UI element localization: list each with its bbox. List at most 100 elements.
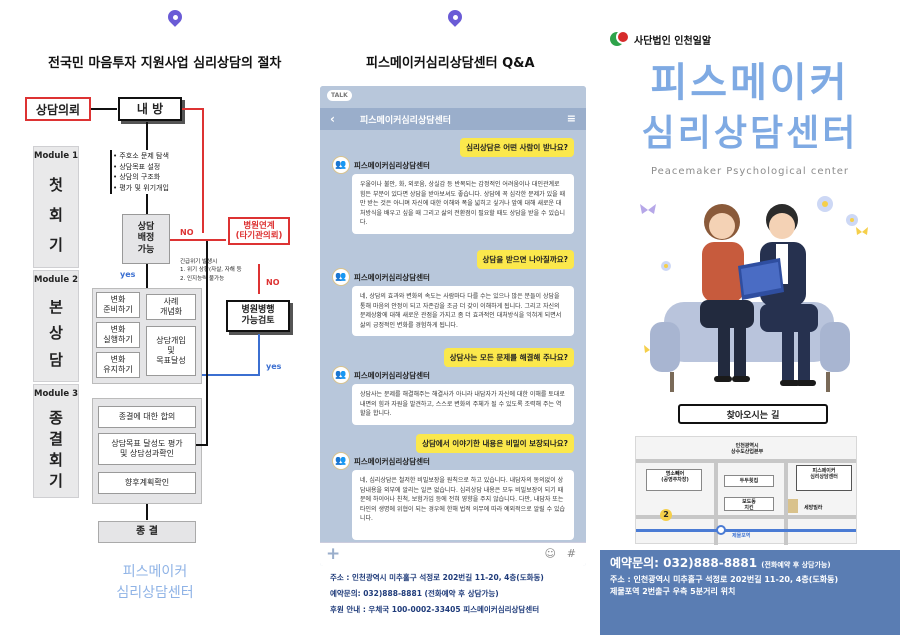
sender: 👥 피스메이커심리상담센터 (332, 452, 430, 470)
module-label: Module 1 (34, 151, 78, 161)
procedure-panel: 전국민 마음투자 지원사업 심리상담의 절차 Module 1 첫 회 기 Mo… (0, 0, 300, 635)
info-account: 후원 안내 : 우체국 100-0002-33405 피스메이커심리상담센터 (330, 605, 540, 614)
visit-step: 상담목표 설정 (113, 162, 169, 173)
arrow-line (182, 108, 202, 110)
sender-name: 피스메이커심리상담센터 (354, 160, 430, 170)
procedure-title: 전국민 마음투자 지원사업 심리상담의 절차 (44, 52, 286, 73)
module-3: Module 3 종 결 회 기 (33, 384, 79, 498)
arrow-line (146, 264, 148, 288)
answer-bubble: 상담사는 문제를 해결해주는 해결사가 아니라 내담자가 자신에 대한 이해를 … (352, 384, 574, 425)
avatar-icon: 👥 (332, 366, 350, 384)
menu-icon[interactable]: ≡ (566, 112, 576, 125)
info-address: 주소 : 인천광역시 미추홀구 석정로 202번길 11-20, 4층(도화동) (330, 573, 544, 582)
map-label: 세방빌라 (804, 505, 823, 511)
visit-box: 내 방 (118, 97, 182, 121)
station-icon (716, 525, 726, 535)
flower-icon (846, 214, 858, 226)
address-block: 주소 : 인천광역시 미추홀구 석정로 202번길 11-20, 4층(도화동)… (610, 574, 890, 598)
phone-number[interactable]: 예약문의: 032)888-8881 (610, 556, 758, 570)
end-box: 향후계획확인 (98, 472, 196, 494)
brand-script: 피스메이커 심리상담센터 (100, 562, 210, 604)
stage-box: 변화 유지하기 (96, 352, 140, 378)
hash-icon[interactable]: # (566, 547, 576, 560)
contact-bar: 예약문의: 032)888-8881 (전화예약 후 상담가능) 주소 : 인천… (600, 550, 900, 635)
map-building (646, 469, 702, 491)
hospital-review-box: 병원병행 가능검토 (226, 300, 290, 332)
flower-icon (661, 261, 671, 271)
side-box: 사례 개념화 (146, 294, 196, 320)
end-box: 상담목표 달성도 평가 및 상담성과확인 (98, 433, 196, 465)
map-label: 제물포역 (732, 533, 751, 539)
arrow-line (202, 108, 204, 233)
main-title: 심리상담센터 (641, 113, 859, 154)
map-label: 인천광역시 상수도산업본부 (731, 443, 764, 455)
yes-label: yes (266, 362, 282, 371)
sender: 👥 피스메이커심리상담센터 (332, 268, 430, 286)
directions-button[interactable]: 찾아오시는 길 (678, 404, 828, 424)
map-building (724, 497, 774, 511)
module-label: Module 2 (34, 275, 78, 285)
flower-icon (817, 196, 833, 212)
no-label: NO (266, 278, 280, 287)
end-final-box: 종 결 (98, 521, 196, 543)
chat-input-bar[interactable]: + ☺ # (320, 542, 586, 566)
plus-icon[interactable]: + (326, 544, 341, 564)
map-road (636, 515, 856, 519)
org-logo: 사단법인 인천일알 (610, 30, 711, 48)
map-label: 두두횟집 (739, 478, 759, 484)
module-char: 기 (49, 472, 63, 490)
address-line: 제물포역 2번출구 우측 5분거리 위치 (610, 587, 736, 596)
location-map: 인천광역시 상수도산업본부 명소빼어 (공영주차장) 두두횟집 피스메이커 심리… (635, 436, 857, 545)
arrow-line (91, 108, 117, 110)
arrow-line (258, 264, 260, 294)
question-bubble: 상담에서 이야기한 내용은 비밀이 보장되나요? (416, 434, 574, 453)
avatar-icon: 👥 (332, 452, 350, 470)
map-label: 보도동 치킨 (742, 499, 756, 511)
chat-topbar: TALK (320, 86, 586, 108)
emergency-note: 긴급위기 발생시 1. 위기 상황(자살, 자해 등 2. 인지능력 불가능 (180, 259, 242, 282)
back-arrow-icon[interactable]: ‹ (330, 112, 335, 126)
brand-line: 피스메이커 (122, 564, 188, 580)
info-phone: 예약문의: 032)888-8881 (전화예약 후 상담가능) (330, 589, 499, 598)
sender-name: 피스메이커심리상담센터 (354, 456, 430, 466)
map-building (724, 475, 774, 487)
logo-mark-icon (610, 30, 632, 48)
side-box: 상담개입 및 목표달성 (146, 326, 196, 376)
counseling-illustration (640, 196, 868, 392)
arrow-line (170, 239, 226, 241)
phone-note: (전화예약 후 상담가능) (761, 561, 831, 569)
address-line: 주소 : 인천광역시 미추홀구 석정로 202번길 11-20, 4층(도화동) (610, 575, 839, 584)
map-road (784, 459, 788, 545)
chat-header: ‹ 피스메이커심리상담센터 ≡ (320, 108, 586, 130)
module-char: 회 (49, 205, 63, 224)
map-pin-icon (788, 499, 798, 513)
location-pin-icon (445, 7, 465, 28)
map-label: 피스메이커 심리상담센터 (810, 468, 838, 480)
english-subtitle: Peacemaker Psychological center (650, 166, 850, 177)
arrow-line (206, 241, 208, 445)
module-char: 기 (49, 235, 63, 254)
module-1: Module 1 첫 회 기 (33, 146, 79, 268)
module-char: 결 (49, 430, 63, 448)
assign-box: 상담 배정 가능 (122, 214, 170, 264)
answer-bubble: 네, 심리상담은 철저한 비밀보장을 원칙으로 하고 있습니다. 내담자의 동의… (352, 470, 574, 540)
sender: 👥 피스메이커심리상담센터 (332, 156, 430, 174)
arrow-line (146, 122, 148, 150)
module-char: 회 (49, 451, 63, 469)
exit-number-badge: 2 (660, 509, 672, 521)
module-2: Module 2 본 상 담 (33, 270, 79, 382)
chat-title: 피스메이커심리상담센터 (360, 115, 452, 126)
sender-name: 피스메이커심리상담센터 (354, 370, 430, 380)
arrow-line (196, 444, 208, 446)
talk-badge: TALK (327, 90, 352, 101)
visit-step: 주호소 문제 탐색 (113, 151, 169, 162)
arrow-line (146, 504, 148, 520)
question-bubble: 심리상담은 어떤 사람이 받나요? (460, 138, 574, 157)
cover-panel: 사단법인 인천일알 피스메이커 심리상담센터 Peacemaker Psycho… (600, 0, 900, 635)
avatar-icon: 👥 (332, 268, 350, 286)
module-char: 첫 (49, 175, 63, 194)
module-label: Module 3 (34, 389, 78, 399)
end-box: 종결에 대한 합의 (98, 406, 196, 428)
qa-panel: 피스메이커심리상담센터 Q&A TALK ‹ 피스메이커심리상담센터 ≡ 심리상… (300, 0, 600, 635)
emoji-icon[interactable]: ☺ (544, 547, 556, 560)
